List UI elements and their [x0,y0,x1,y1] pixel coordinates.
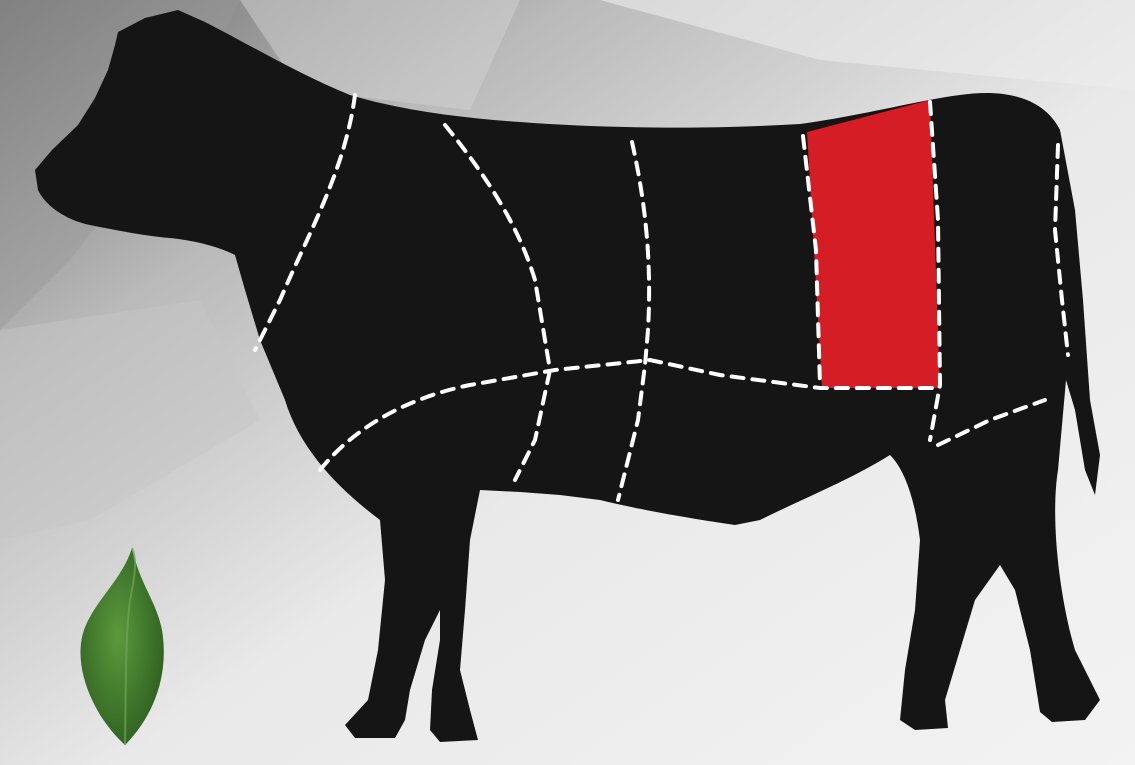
cut-sirloin-highlight [807,100,940,388]
